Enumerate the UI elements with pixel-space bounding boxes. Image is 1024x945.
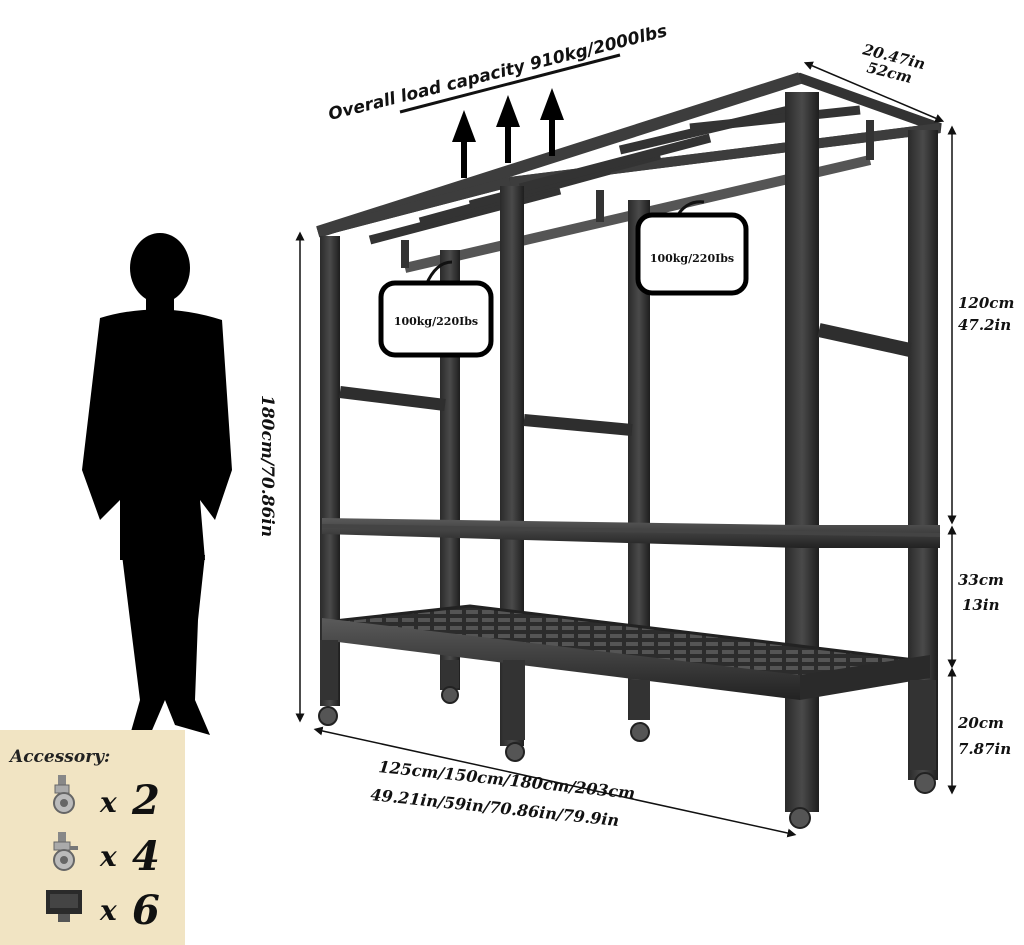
caster-wheel-brake-icon — [53, 832, 78, 871]
accessory-qty-1: 2 — [131, 777, 160, 824]
person-silhouette — [82, 233, 232, 742]
hanger-right: 100kg/220Ibs — [635, 200, 749, 296]
post-front-right — [785, 92, 819, 812]
segment-top-in: 47.2in — [958, 316, 1011, 334]
middle-shelf — [322, 518, 940, 548]
clothing-rack-frame — [316, 72, 942, 812]
accessory-times-2: x — [99, 840, 117, 873]
segment-bottom-in: 7.87in — [958, 740, 1011, 758]
hanger-left: 100kg/220Ibs — [378, 260, 494, 358]
accessory-title: Accessory: — [8, 747, 110, 767]
capacity-underline — [399, 53, 621, 114]
accessory-qty-2: 4 — [132, 833, 160, 880]
segment-dimensions: 120cm 47.2in 33cm 13in 20cm 7.87in — [947, 125, 1014, 795]
accessory-times-1: x — [99, 786, 117, 819]
accessory-panel: Accessory: x 2 x 4 x 6 — [0, 730, 185, 945]
segment-top-cm: 120cm — [958, 294, 1014, 312]
leveling-foot-icon — [46, 890, 82, 922]
caster-wheel-icon — [53, 775, 75, 814]
segment-middle-cm: 33cm — [958, 571, 1004, 589]
post-back-middle — [628, 200, 650, 720]
post-front-left — [320, 236, 340, 706]
depth-arrow — [803, 61, 945, 123]
height-total-label: 180cm/70.86in — [257, 395, 277, 537]
accessory-qty-3: 6 — [132, 887, 160, 934]
width-arrow — [313, 726, 797, 838]
load-arrows — [452, 88, 564, 178]
load-capacity-label: Overall load capacity 910kg/2000lbs — [326, 21, 669, 125]
hanger-right-label: 100kg/220Ibs — [650, 252, 734, 265]
segment-bottom-cm: 20cm — [957, 714, 1004, 732]
post-back-left — [440, 250, 460, 690]
segment-middle-in: 13in — [962, 596, 999, 614]
accessory-times-3: x — [99, 894, 117, 927]
hanger-left-label: 100kg/220Ibs — [394, 315, 478, 328]
